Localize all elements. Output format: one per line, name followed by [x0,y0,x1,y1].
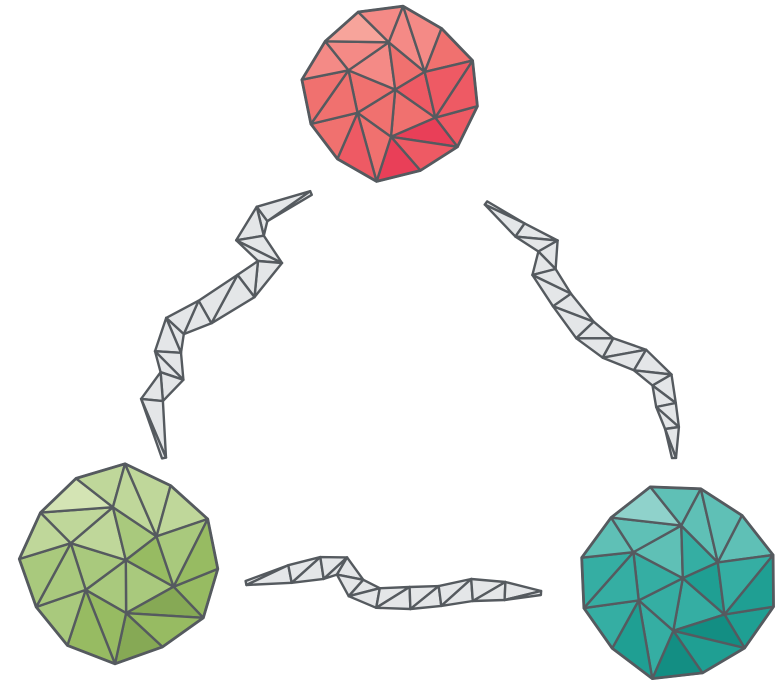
connector-top-to-bottom-left [141,191,312,458]
connector-facet [246,565,291,585]
connector-bottom-left-to-bottom-right [246,557,541,609]
sphere-bottom-left [19,464,218,664]
connector-top-to-bottom-right [485,201,679,458]
connector-facet [141,372,163,401]
sphere-top [302,6,478,181]
sphere-bottom-right [582,487,774,679]
